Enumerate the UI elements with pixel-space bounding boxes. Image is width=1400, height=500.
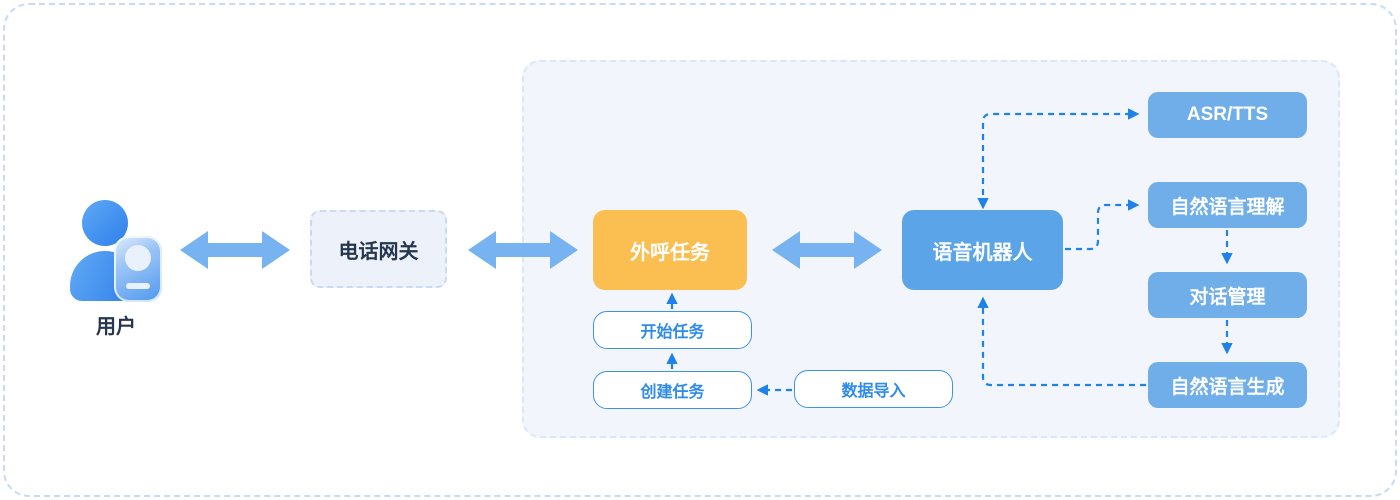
user-icon <box>68 198 164 302</box>
contact-card-line <box>126 283 150 289</box>
node-asr-tts: ASR/TTS <box>1148 92 1307 138</box>
node-nlu: 自然语言理解 <box>1148 182 1307 228</box>
bidirectional-arrow-icon-user-gateway <box>180 231 290 269</box>
start-task-label: 开始任务 <box>640 324 705 341</box>
node-create-task: 创建任务 <box>593 371 752 409</box>
node-phone-gateway: 电话网关 <box>310 210 447 288</box>
node-nlg: 自然语言生成 <box>1148 362 1307 408</box>
outbound-task-label: 外呼任务 <box>630 241 710 264</box>
nlu-label: 自然语言理解 <box>1170 196 1285 218</box>
voice-robot-label: 语音机器人 <box>932 241 1033 264</box>
create-task-label: 创建任务 <box>640 384 705 401</box>
dialog-management-label: 对话管理 <box>1189 286 1266 308</box>
node-outbound-task: 外呼任务 <box>593 210 747 290</box>
data-import-label: 数据导入 <box>841 383 906 400</box>
phone-gateway-label: 电话网关 <box>338 240 419 263</box>
asr-tts-label: ASR/TTS <box>1186 104 1269 125</box>
contact-card-avatar-circle <box>125 245 151 271</box>
contact-card-icon <box>114 236 162 302</box>
node-data-import: 数据导入 <box>794 370 953 408</box>
node-dialog-management: 对话管理 <box>1148 272 1307 318</box>
user-label: 用户 <box>96 316 136 338</box>
node-voice-robot: 语音机器人 <box>902 210 1063 290</box>
nlg-label: 自然语言生成 <box>1170 376 1285 398</box>
node-start-task: 开始任务 <box>593 311 752 349</box>
node-user: 用户 <box>64 198 168 338</box>
